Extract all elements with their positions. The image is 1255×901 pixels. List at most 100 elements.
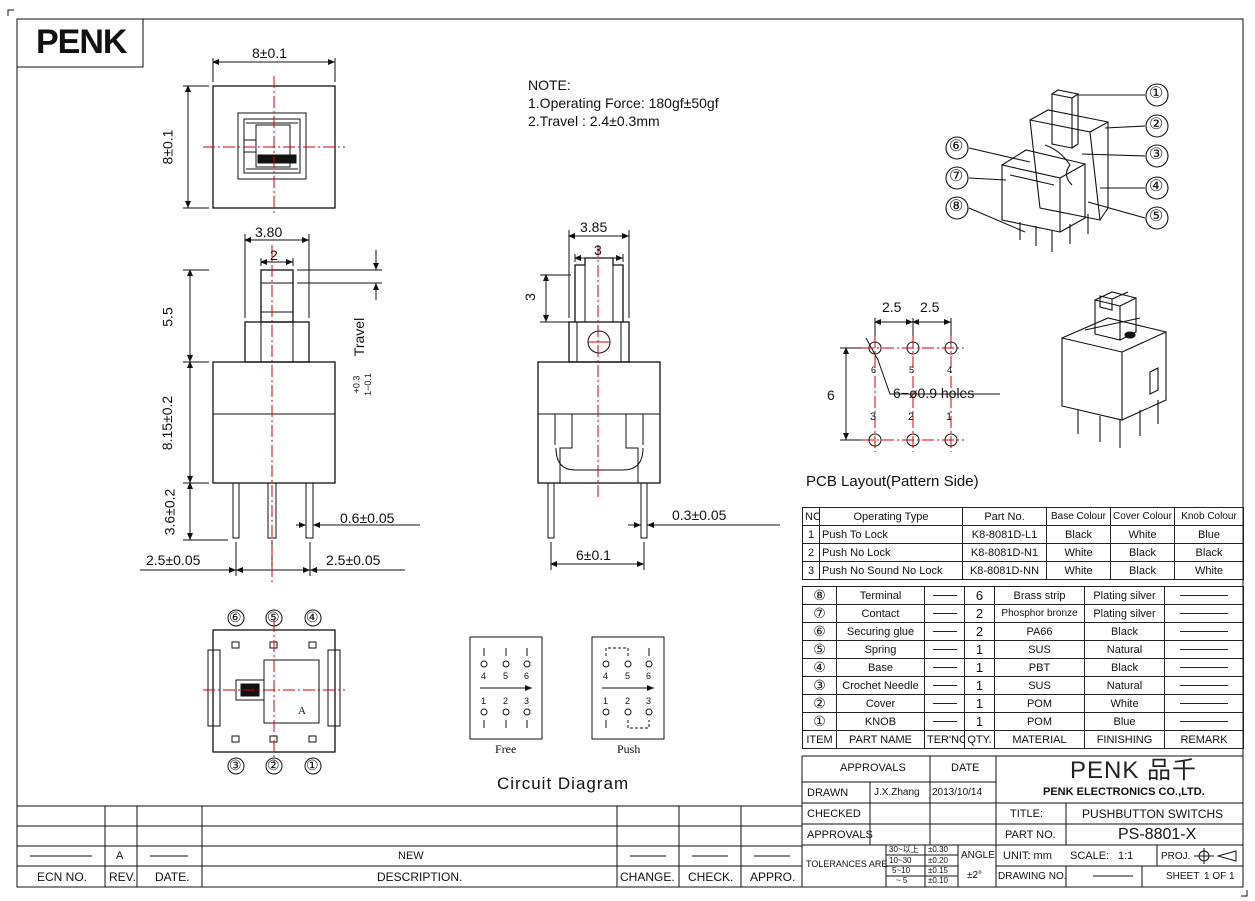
- op-cell: 1: [802, 525, 820, 544]
- parts-header-item: ITEM: [802, 730, 837, 749]
- tb-angle-label: ANGLE: [961, 850, 995, 861]
- callout-5: ⑤: [1149, 208, 1164, 225]
- dim-side-base: 6±0.1: [576, 547, 611, 563]
- dim-pin-thick: 0.3±0.05: [672, 507, 727, 523]
- part-qty: 2: [964, 604, 995, 623]
- pcb-hole-6: 6: [871, 365, 877, 375]
- callout-4: ④: [1149, 178, 1164, 195]
- table-row: 3 Push No Sound No Lock K8-8081D-NN Whit…: [802, 561, 1244, 580]
- part-finishing: Plating silver: [1084, 604, 1165, 623]
- pcb-height: 6: [827, 387, 835, 403]
- part-remark-dash: [1164, 604, 1244, 623]
- part-finishing: Black: [1084, 658, 1165, 677]
- front-view: [140, 234, 420, 576]
- part-item: ②: [802, 694, 837, 713]
- part-finishing: Blue: [1084, 712, 1165, 731]
- pcb-hole-2: 2: [908, 411, 915, 423]
- part-ter-dash: [924, 676, 965, 695]
- pcb-hole-3: 3: [870, 411, 877, 423]
- free-pin-4: 4: [481, 671, 487, 681]
- part-remark-dash: [1164, 676, 1244, 695]
- parts-header-material: MATERIAL: [994, 730, 1085, 749]
- corner-mark: [1241, 890, 1248, 897]
- operating-type-table: NO. Operating Type Part No. Base Colour …: [802, 507, 1244, 580]
- table-row: ① KNOB 1 POM Blue: [802, 712, 1244, 731]
- dim-pitch-right: 2.5±0.05: [326, 552, 381, 568]
- tb-approvals-label: APPROVALS: [807, 829, 873, 841]
- pcb-holes-note: 6−ø0.9 holes: [893, 385, 975, 401]
- rev-header-description: DESCRIPTION.: [377, 870, 463, 884]
- parts-table-header: ITEM PART NAME TER'NO. QTY. MATERIAL FIN…: [802, 730, 1244, 749]
- part-qty: 2: [964, 622, 995, 641]
- free-pin-2: 2: [503, 696, 509, 706]
- tb-drawing-no-label: DRAWING NO.: [998, 871, 1067, 882]
- op-cell: Push To Lock: [819, 525, 963, 544]
- part-item: ④: [802, 658, 837, 677]
- part-ter-dash: [924, 586, 965, 605]
- rev-header-check: CHECK.: [688, 870, 734, 884]
- part-name: Crochet Needle: [836, 676, 925, 695]
- part-name: Spring: [836, 640, 925, 659]
- push-pin-5: 5: [625, 671, 631, 681]
- free-pin-5: 5: [503, 671, 509, 681]
- part-remark-dash: [1164, 694, 1244, 713]
- part-item: ⑥: [802, 622, 837, 641]
- op-header-no: NO.: [802, 507, 820, 526]
- tb-tol-range: ~ 5: [896, 876, 908, 885]
- table-row: ⑧ Terminal 6 Brass strip Plating silver: [802, 586, 1244, 605]
- tb-drawn-by: J.X.Zhang: [874, 787, 920, 798]
- iso-assembled-view: [1061, 291, 1167, 448]
- op-cell: Black: [1174, 543, 1244, 562]
- dim-knob-width: 2: [270, 247, 278, 263]
- part-ter-dash: [924, 640, 965, 659]
- rev-header-change: CHANGE.: [620, 870, 675, 884]
- corner-mark: [7, 9, 14, 16]
- op-header-part: Part No.: [962, 507, 1047, 526]
- dim-side-width: 3.85: [580, 219, 608, 235]
- tb-checked-label: CHECKED: [807, 808, 861, 820]
- push-pin-3: 3: [646, 696, 652, 706]
- op-cell: Black: [1110, 561, 1175, 580]
- bottom-pin-4: ④: [306, 609, 319, 625]
- dim-side-height: 3: [521, 293, 538, 301]
- part-name: Securing glue: [836, 622, 925, 641]
- part-ter-dash: [924, 712, 965, 731]
- title-block: [801, 755, 1243, 887]
- tb-scale-label: SCALE:: [1070, 850, 1110, 862]
- side-view: [537, 230, 780, 570]
- part-qty: 1: [964, 712, 995, 731]
- push-pin-2: 2: [625, 696, 631, 706]
- part-remark-dash: [1164, 712, 1244, 731]
- free-pin-1: 1: [481, 696, 487, 706]
- op-cell: Blue: [1174, 525, 1244, 544]
- part-material: POM: [994, 712, 1085, 731]
- table-row: ② Cover 1 POM White: [802, 694, 1244, 713]
- op-cell: Black: [1046, 525, 1111, 544]
- company-logo: PENK: [36, 23, 127, 61]
- callout-8: ⑧: [949, 198, 964, 215]
- callout-7: ⑦: [949, 168, 964, 185]
- tb-proj-label: PROJ.: [1161, 851, 1191, 862]
- part-item: ③: [802, 676, 837, 695]
- circuit-free-label: Free: [495, 742, 517, 756]
- circuit-free: [469, 636, 543, 740]
- tb-tol-range: 30~以上: [889, 845, 919, 854]
- part-ter-dash: [924, 604, 965, 623]
- op-header-knob: Knob Colour: [1174, 507, 1244, 526]
- circuit-push-label: Push: [617, 742, 641, 756]
- bottom-pin-1: ①: [306, 757, 319, 773]
- sheet-border: [16, 18, 1244, 888]
- free-pin-6: 6: [524, 671, 530, 681]
- pcb-pitch-2: 2.5: [920, 299, 940, 315]
- op-cell: White: [1046, 561, 1111, 580]
- op-cell: K8-8081D-L1: [962, 525, 1047, 544]
- table-row: ③ Crochet Needle 1 SUS Natural: [802, 676, 1244, 695]
- table-row: ④ Base 1 PBT Black: [802, 658, 1244, 677]
- pcb-pitch-1: 2.5: [882, 299, 902, 315]
- part-finishing: Black: [1084, 622, 1165, 641]
- push-pin-6: 6: [646, 671, 652, 681]
- rev-value: A: [116, 850, 124, 862]
- parts-header-remark: REMARK: [1164, 730, 1244, 749]
- free-pin-3: 3: [524, 696, 530, 706]
